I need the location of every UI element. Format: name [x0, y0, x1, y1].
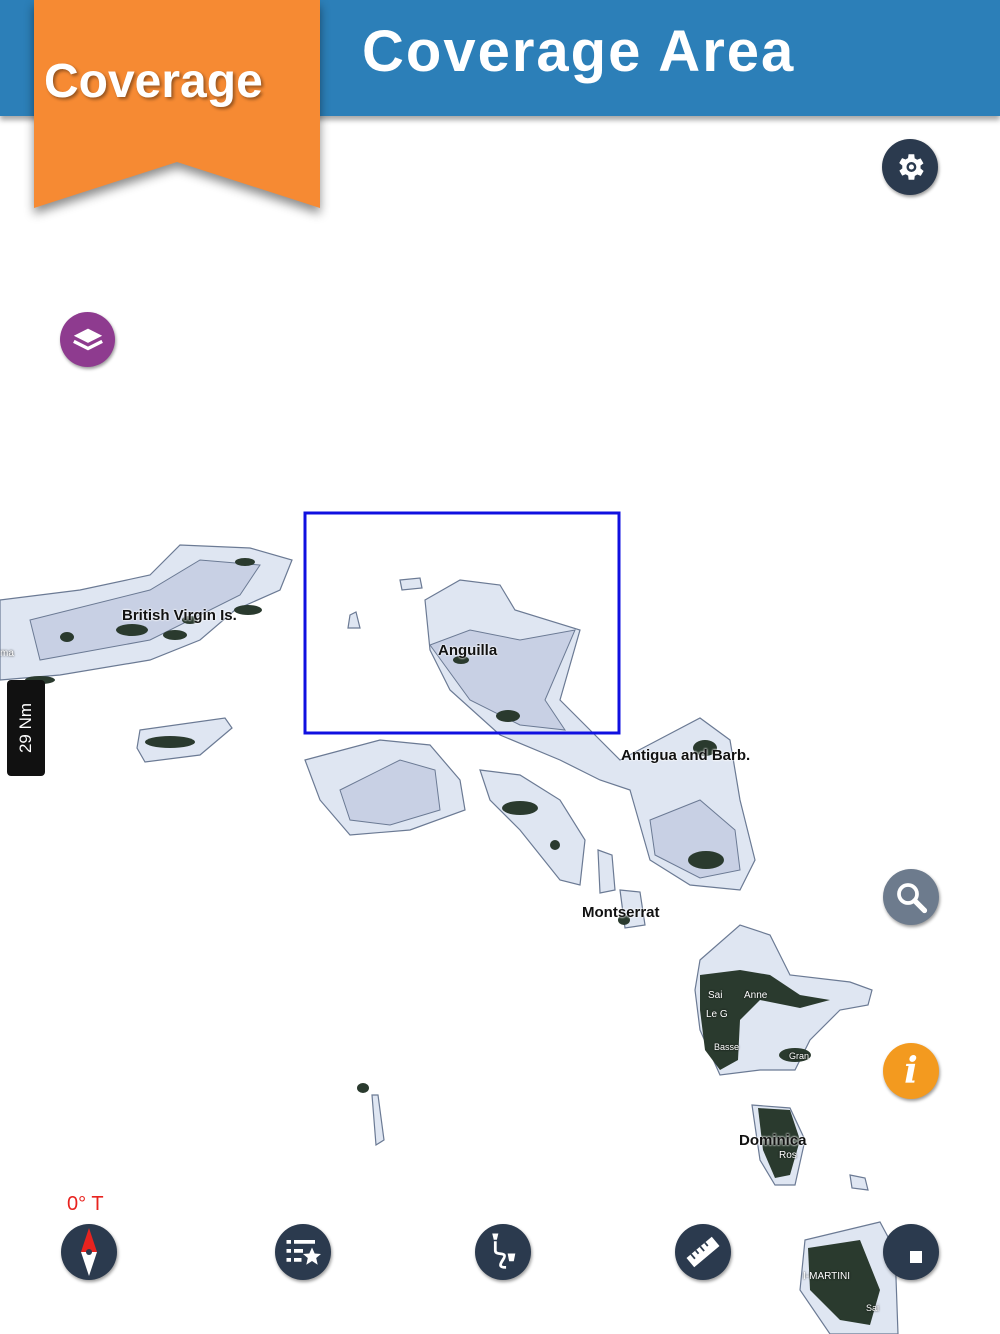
scale-bar: 29 Nm [7, 680, 45, 776]
compass-button[interactable] [61, 1224, 117, 1280]
ribbon-label: Coverage [44, 55, 263, 108]
label-sainte: Sai [708, 990, 723, 1001]
scale-label: 29 Nm [16, 702, 35, 754]
layers-icon [72, 328, 103, 350]
label-basse: Basse [714, 1042, 740, 1052]
search-button[interactable] [883, 869, 939, 925]
coverage-selection-box [303, 511, 621, 735]
label-montserrat: Montserrat [582, 904, 660, 921]
label-martinique: I-MARTINI [803, 1271, 851, 1282]
route-button[interactable] [475, 1224, 531, 1280]
label-edge: ma [0, 648, 14, 659]
route-icon [492, 1233, 516, 1269]
label-ros: Ros [779, 1150, 797, 1161]
label-dominica: Dominica [739, 1132, 807, 1149]
label-antigua: Antigua and Barb. [621, 747, 751, 764]
coverage-ribbon [34, 0, 320, 208]
stop-button[interactable] [883, 1224, 939, 1280]
layers-button[interactable] [60, 312, 115, 367]
compass-icon [81, 1228, 97, 1276]
info-icon: i [904, 1050, 918, 1092]
label-bvi: British Virgin Is. [122, 607, 237, 624]
page-title: Coverage Area [362, 19, 796, 84]
label-le-g: Le G [706, 1009, 728, 1020]
stop-icon [910, 1251, 922, 1263]
favorites-button[interactable] [275, 1224, 331, 1280]
label-anne: Anne [744, 990, 768, 1001]
search-icon [897, 883, 928, 914]
settings-button[interactable] [882, 139, 938, 195]
star-list-icon [286, 1240, 321, 1265]
heading-readout: 0° T [67, 1193, 104, 1215]
label-martinique-sai: Sai [866, 1303, 880, 1313]
label-gran: Gran [789, 1051, 810, 1061]
info-button[interactable]: i [883, 1043, 939, 1099]
measure-button[interactable] [675, 1224, 731, 1280]
gear-icon [899, 154, 924, 180]
ruler-icon [686, 1236, 720, 1268]
label-anguilla: Anguilla [438, 642, 498, 659]
